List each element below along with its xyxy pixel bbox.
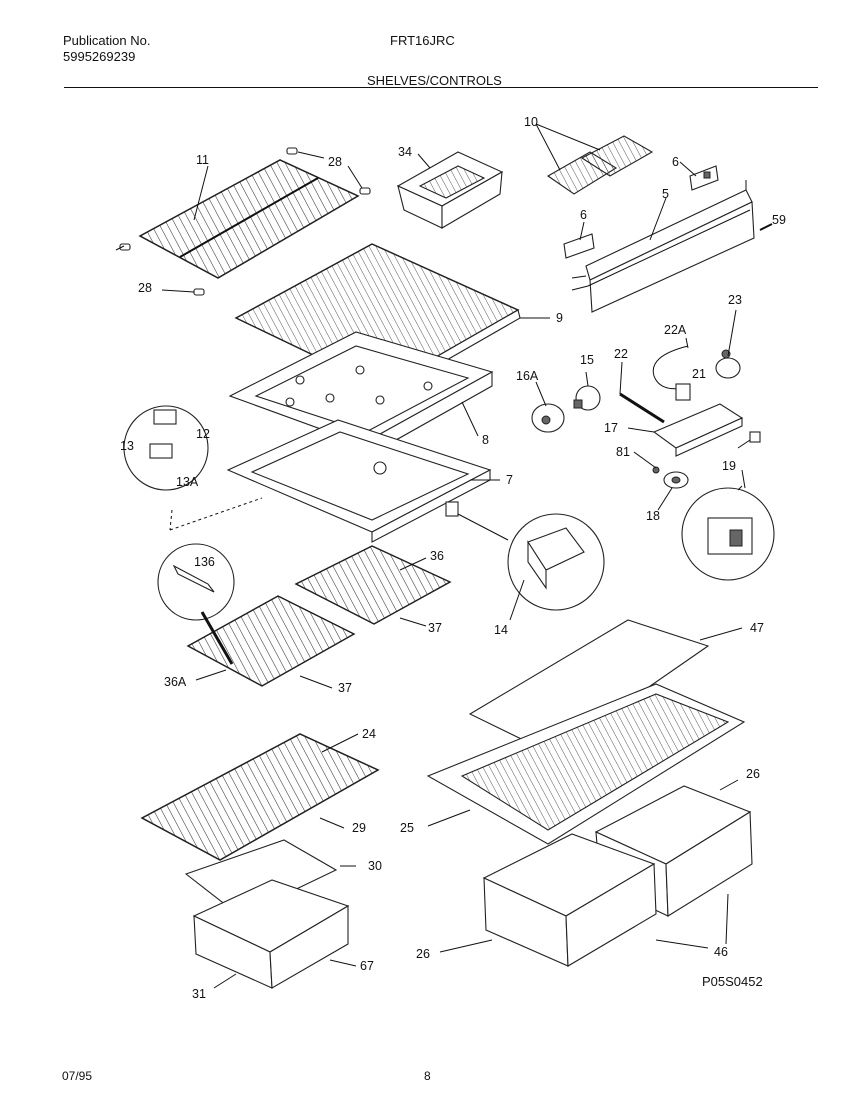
wire-22a	[652, 345, 689, 390]
callout-31: 31	[192, 987, 206, 1001]
publication-label: Publication No.	[63, 33, 151, 48]
callout-81: 81	[616, 445, 630, 459]
callout-14: 14	[494, 623, 508, 637]
callout-28: 28	[138, 281, 152, 295]
control-housing-17	[652, 403, 744, 457]
footer-date: 07/95	[62, 1069, 92, 1083]
light-socket-16a	[531, 403, 565, 433]
callout-23: 23	[728, 293, 742, 307]
wire-shelf-24	[140, 733, 380, 861]
callout-36: 36	[430, 549, 444, 563]
callout-21: 21	[692, 367, 706, 381]
callout-26: 26	[746, 767, 760, 781]
shelf-frame-7	[226, 419, 492, 543]
callout-8: 8	[482, 433, 489, 447]
rod-22	[619, 392, 665, 424]
callout-30: 30	[368, 859, 382, 873]
detail-circle-136	[157, 543, 235, 621]
callout-12: 12	[196, 427, 210, 441]
ice-trays-10	[546, 135, 654, 195]
shelf-36-37	[294, 545, 452, 625]
brackets-6	[563, 165, 719, 259]
callout-26: 26	[416, 947, 430, 961]
callout-29: 29	[352, 821, 366, 835]
callout-37: 37	[428, 621, 442, 635]
callout-5: 5	[662, 187, 669, 201]
shelf-36a-37	[186, 595, 356, 687]
drawer-31	[192, 879, 350, 989]
callout-18: 18	[646, 509, 660, 523]
callout-9: 9	[556, 311, 563, 325]
damper-14	[445, 501, 459, 517]
callout-16a: 16A	[516, 369, 539, 383]
light-bulb-15	[573, 385, 601, 411]
wire-shelf-11	[138, 159, 360, 279]
detail-circle-14	[507, 513, 605, 611]
section-title: SHELVES/CONTROLS	[367, 73, 502, 88]
callout-22: 22	[614, 347, 628, 361]
callout-15: 15	[580, 353, 594, 367]
callout-17: 17	[604, 421, 618, 435]
callout-59: 59	[772, 213, 786, 227]
callout-47: 47	[750, 621, 764, 635]
detail-circle-19	[681, 487, 775, 581]
bin-34	[396, 151, 504, 229]
crisper-cover-25	[426, 683, 746, 845]
detail-circle-12-13	[123, 405, 209, 491]
callout-28: 28	[328, 155, 342, 169]
callout-6: 6	[672, 155, 679, 169]
callout-labels: 11 28 28 34 10 6 6 5 59 9 8 7 16A 15 22 …	[120, 115, 786, 1001]
callout-11: 11	[196, 153, 209, 167]
thermostat-23	[715, 349, 741, 379]
callout-34: 34	[398, 145, 412, 159]
control-panel-5	[571, 180, 755, 313]
callout-13a: 13A	[176, 475, 199, 489]
callout-6: 6	[580, 208, 587, 222]
callout-10: 10	[524, 115, 538, 129]
callout-136: 136	[194, 555, 215, 569]
callout-7: 7	[506, 473, 513, 487]
callout-36a: 36A	[164, 675, 187, 689]
callout-37: 37	[338, 681, 352, 695]
header-rule	[64, 87, 818, 88]
knob-18	[663, 471, 689, 489]
callout-25: 25	[400, 821, 414, 835]
callout-46: 46	[714, 945, 728, 959]
shelf-frame-8	[228, 331, 494, 459]
callout-24: 24	[362, 727, 376, 741]
footer-page-number: 8	[424, 1069, 431, 1083]
callout-67: 67	[360, 959, 374, 973]
screw-59	[759, 223, 773, 231]
figure-code: P05S0452	[702, 974, 763, 989]
model-number: FRT16JRC	[390, 33, 455, 48]
cover-30	[184, 839, 338, 917]
leader-lines	[115, 123, 751, 989]
callout-19: 19	[722, 459, 736, 473]
switch-21	[675, 383, 691, 401]
crisper-drawer-26-left	[482, 833, 657, 967]
switch-19	[749, 431, 761, 443]
publication-number: 5995269239	[63, 49, 136, 64]
callout-22a: 22A	[664, 323, 687, 337]
screw-81	[652, 466, 660, 474]
callout-13: 13	[120, 439, 134, 453]
